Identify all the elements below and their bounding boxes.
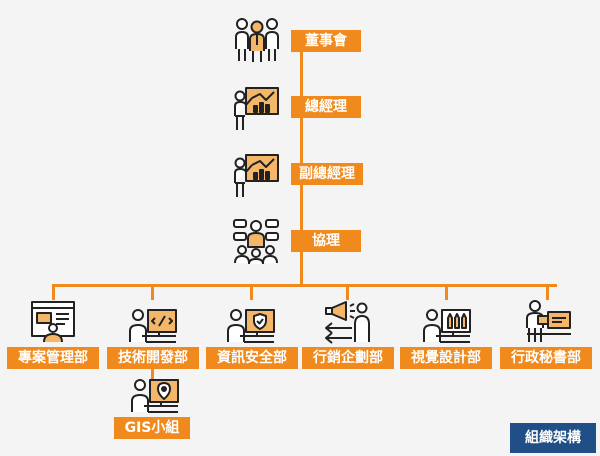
presentation-screen-icon	[30, 300, 76, 344]
developer-workstation-icon	[128, 306, 178, 346]
assistant-manager-box: 協理	[291, 230, 361, 252]
admin-desk-icon	[524, 298, 574, 344]
dept-box-admin: 行政秘書部	[500, 347, 592, 369]
board-box: 董事會	[291, 30, 361, 52]
presenter-chart-icon	[232, 84, 280, 132]
sub-unit-box: GIS小組	[114, 417, 190, 439]
org-chart-badge: 組織架構	[510, 423, 596, 453]
sub-line	[151, 368, 154, 386]
board-people-icon	[233, 15, 281, 63]
drop-line-2	[151, 284, 154, 300]
drop-line-1	[52, 284, 55, 300]
dept-box-project: 專案管理部	[7, 347, 99, 369]
deputy-general-manager-box: 副總經理	[291, 163, 363, 185]
gis-workstation-icon	[130, 376, 180, 416]
trunk-line	[300, 38, 303, 286]
dept-box-design: 視覺設計部	[400, 347, 492, 369]
dept-box-security: 資訊安全部	[206, 347, 298, 369]
team-network-icon	[232, 217, 280, 265]
dept-box-tech: 技術開發部	[107, 347, 199, 369]
presenter-chart-icon	[232, 151, 280, 199]
design-workstation-icon	[422, 306, 472, 346]
dept-box-marketing: 行銷企劃部	[302, 347, 394, 369]
branch-line	[52, 284, 557, 287]
drop-line-5	[445, 284, 448, 300]
security-workstation-icon	[226, 306, 276, 346]
marketing-megaphone-icon	[322, 300, 372, 346]
drop-line-4	[346, 284, 349, 300]
drop-line-6	[546, 284, 549, 300]
general-manager-box: 總經理	[291, 96, 361, 118]
drop-line-3	[250, 284, 253, 300]
